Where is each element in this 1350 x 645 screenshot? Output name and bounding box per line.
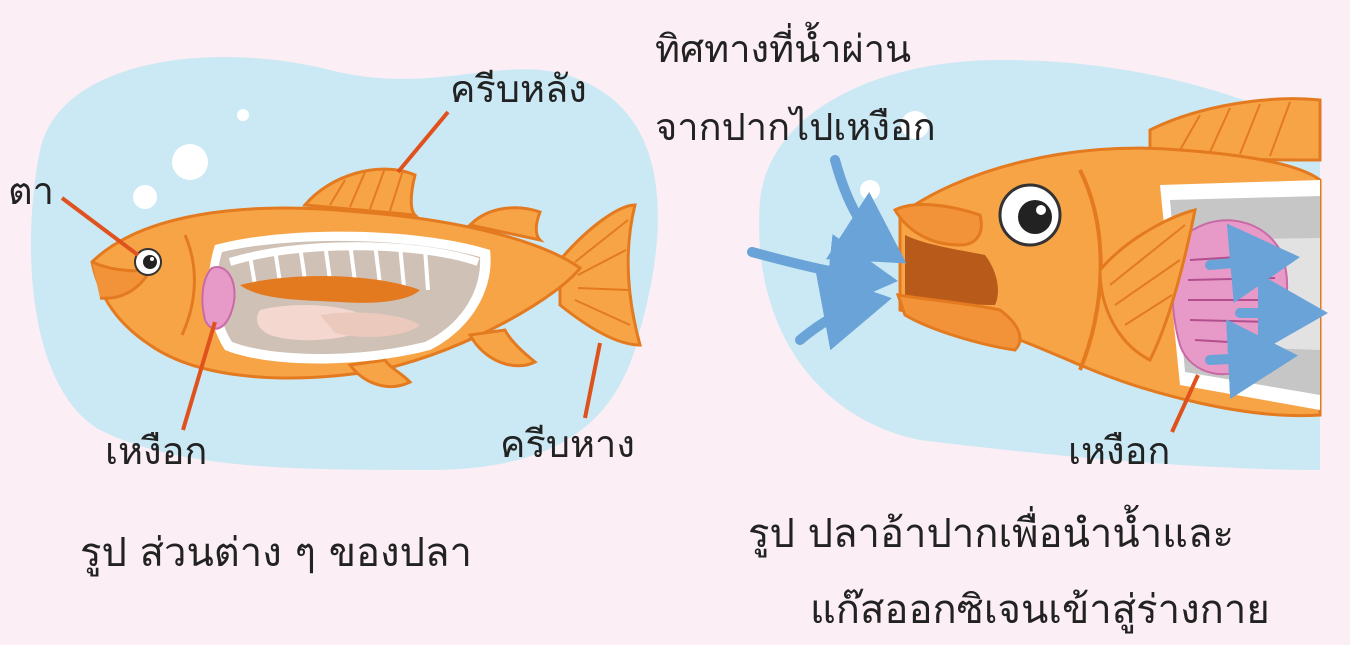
- tail-fin-label: ครีบหาง: [500, 422, 635, 466]
- left-caption: รูป ส่วนต่าง ๆ ของปลา: [80, 530, 472, 576]
- tail-fin: [558, 203, 642, 347]
- left-gill: [201, 266, 236, 330]
- left-bubbles: [133, 109, 249, 209]
- right-gill-label: เหงือก: [1068, 429, 1171, 473]
- left-fish: [90, 167, 642, 388]
- water-direction-label-line2: จากปากไปเหงือก: [655, 105, 936, 149]
- eye-label: ตา: [8, 169, 55, 213]
- right-gill-pointer: [1170, 374, 1200, 433]
- water-direction-label-line1: ทิศทางที่น้ำผ่าน: [655, 27, 912, 71]
- dorsal-fin: [302, 167, 419, 217]
- left-gill-label: เหงือก: [105, 429, 208, 473]
- left-pointer-lines: [60, 110, 602, 431]
- dorsal-fin-label: ครีบหลัง: [450, 67, 587, 111]
- right-caption-line2: แก๊สออกซิเจนเข้าสู่ร่างกาย: [810, 587, 1270, 633]
- right-caption-line1: รูป ปลาอ้าปากเพื่อนำน้ำและ: [748, 511, 1234, 557]
- water-flow-arrows: [747, 155, 1328, 400]
